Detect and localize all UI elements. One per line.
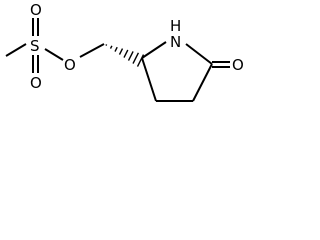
- bond-nitrogen-carbonyl-carbon: [185, 43, 213, 65]
- atom-oxygen-ester-label: O: [64, 56, 76, 74]
- atom-sulfur-label: S: [30, 37, 40, 55]
- structure-canvas: S O O O N H O: [0, 0, 254, 116]
- hashed-wedge-bond: [105, 44, 145, 67]
- atom-oxygen-carbonyl-label: O: [232, 56, 244, 74]
- bond-methyl-sulfur: [5, 43, 27, 57]
- bond-ring-ch2-chiral-carbon: [141, 57, 157, 102]
- atom-nitrogen-label: N: [170, 33, 181, 51]
- bond-chiral-carbon-nitrogen: [141, 41, 167, 59]
- atom-oxygen-bottom-label: O: [30, 74, 42, 92]
- chemical-structure: S O O O N H O: [5, 1, 244, 102]
- atom-hydrogen-label: H: [170, 17, 181, 35]
- atom-oxygen-top-label: O: [30, 1, 42, 19]
- bond-carbonyl-carbon-ring-ch2: [192, 63, 213, 102]
- bond-sulfur-oxygen-ester: [44, 48, 64, 61]
- bond-oxygen-methylene: [79, 43, 105, 58]
